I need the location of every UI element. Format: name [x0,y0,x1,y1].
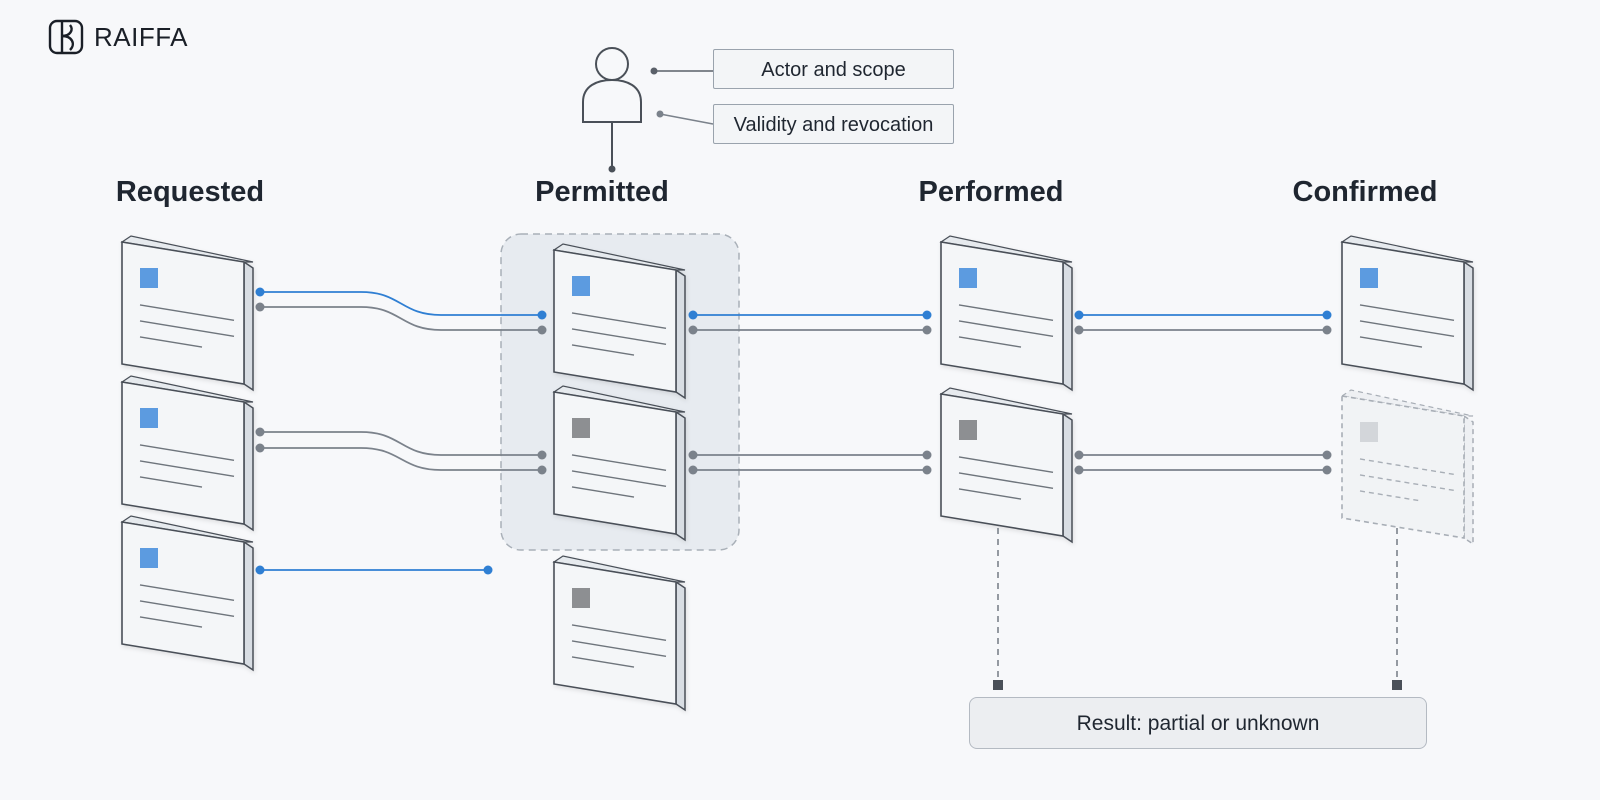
column-label-confirmed: Confirmed [1292,176,1438,208]
card-thumbnail-icon [959,420,977,440]
callout-validity-revocation: Validity and revocation [713,104,954,144]
brand-logo: RAIFFA [48,18,188,56]
connectors [255,287,1332,575]
card-performed-2 [939,387,1073,544]
column-label-permitted: Permitted [535,176,669,208]
actor-callout-connectors [650,67,714,125]
card-thumbnail-icon [140,548,158,568]
brand-name: RAIFFA [94,21,189,52]
column-label-performed: Performed [918,176,1064,208]
callout-actor-scope: Actor and scope [713,49,954,89]
connector-req1-permit1-gray [260,306,542,331]
card-permitted-3 [552,555,686,712]
card-confirmed-2 [1340,389,1474,546]
connector-req2-permit2-b [260,447,542,471]
card-thumbnail-icon [572,588,590,608]
card-thumbnail-icon [1360,268,1378,288]
card-thumbnail-icon [572,276,590,296]
connector-req1-permit1-blue [260,291,542,316]
card-requested-3 [120,515,254,672]
result-drop-lines [993,528,1402,690]
card-thumbnail-icon [959,268,977,288]
card-thumbnail-icon [140,408,158,428]
card-requested-2 [120,375,254,532]
card-performed-1 [939,235,1073,392]
connector-req2-permit2-a [260,431,542,456]
actor-person-icon [582,47,642,173]
card-thumbnail-icon [140,268,158,288]
card-thumbnail-icon [572,418,590,438]
raiffa-logo-icon [48,19,84,55]
result-box: Result: partial or unknown [969,697,1427,749]
card-permitted-2 [552,385,686,542]
card-thumbnail-icon [1360,422,1378,442]
cards [120,235,1474,712]
card-requested-1 [120,235,254,392]
card-confirmed-1 [1340,235,1474,392]
card-permitted-1 [552,243,686,400]
column-label-requested: Requested [115,176,265,208]
